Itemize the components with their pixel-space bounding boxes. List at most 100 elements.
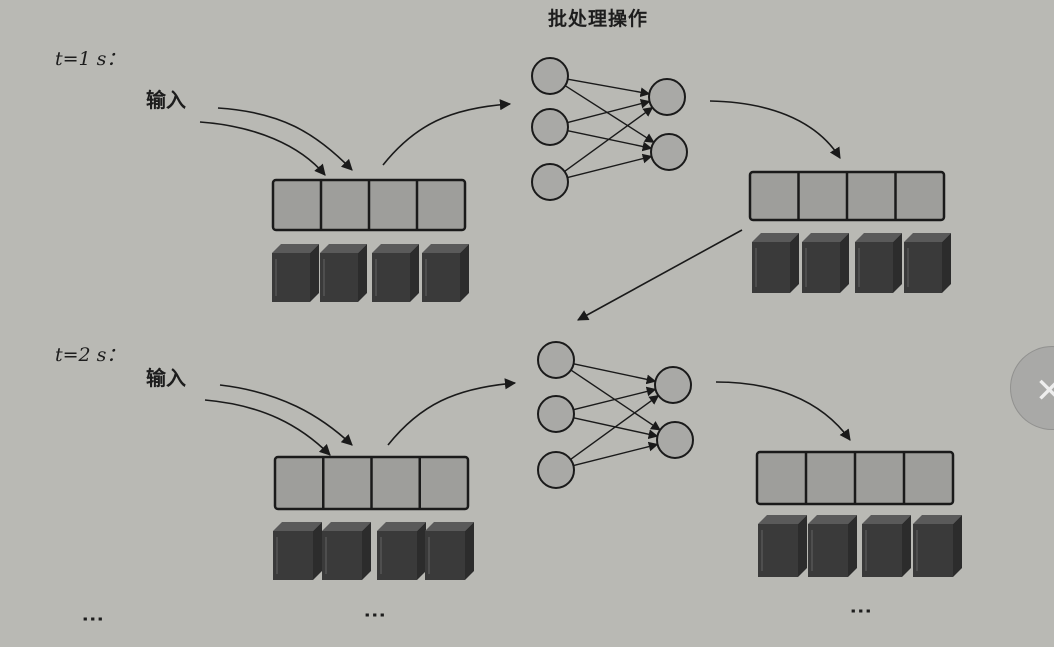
buffer-top-right <box>748 170 946 222</box>
server-top-right-3 <box>855 233 902 293</box>
server-top-left-3-side <box>410 244 419 302</box>
arrow-network-bottom-out <box>715 381 851 441</box>
ellipsis-right: ⋮ <box>848 600 874 618</box>
server-bottom-left-3-side <box>417 522 426 580</box>
network-top-edge <box>567 153 653 179</box>
server-top-right-2 <box>802 233 849 293</box>
server-bottom-right-4-side <box>953 515 962 577</box>
network-bottom-edge <box>573 363 657 385</box>
server-top-left-4-top <box>422 244 469 253</box>
server-top-left-2-front <box>320 253 358 302</box>
server-bottom-left-4-front <box>425 531 465 580</box>
network-bottom-edge <box>570 395 660 460</box>
server-bottom-right-1 <box>758 515 807 577</box>
server-top-right-4-front <box>904 242 942 293</box>
server-top-left-1-top <box>272 244 319 253</box>
arrow-input-2a <box>219 384 353 446</box>
network-bottom-node <box>537 451 575 489</box>
server-bottom-left-4-top <box>425 522 474 531</box>
server-top-right-1 <box>752 233 799 293</box>
network-bottom-edge <box>570 369 661 431</box>
server-top-left-1 <box>272 244 319 302</box>
network-bottom-node <box>537 341 575 379</box>
network-bottom-edge <box>573 441 659 467</box>
server-top-right-2-side <box>840 233 849 293</box>
ellipsis-middle: ⋮ <box>362 604 388 622</box>
server-bottom-right-1-front <box>758 524 798 577</box>
server-top-right-3-side <box>893 233 902 293</box>
server-bottom-left-2 <box>322 522 371 580</box>
input-label-1: 输入 <box>146 88 186 112</box>
network-top-node <box>650 133 688 171</box>
network-bottom-node <box>537 395 575 433</box>
server-bottom-right-3-front <box>862 524 902 577</box>
server-top-right-4-side <box>942 233 951 293</box>
network-bottom-edge <box>573 386 657 411</box>
server-top-left-4-side <box>460 244 469 302</box>
network-bottom <box>537 341 694 489</box>
network-top-node <box>648 78 686 116</box>
ellipsis-left: ⋮ <box>80 608 106 626</box>
server-top-left-3 <box>372 244 419 302</box>
time-label-1: t=1 s： <box>55 48 126 70</box>
x-icon: ✕ <box>1035 371 1054 411</box>
network-bottom-node <box>656 421 694 459</box>
buffer-bottom-left <box>273 455 470 511</box>
server-bottom-left-4-side <box>465 522 474 580</box>
arrow-to-network-top <box>382 99 512 166</box>
server-bottom-left-1-side <box>313 522 322 580</box>
server-top-left-4-front <box>422 253 460 302</box>
buffer-top-left <box>271 178 467 232</box>
arrow-input-1a <box>217 107 353 171</box>
network-top-node <box>531 57 569 95</box>
server-bottom-left-1-front <box>273 531 313 580</box>
network-top-node <box>531 108 569 146</box>
server-top-right-1-top <box>752 233 799 242</box>
server-bottom-left-3-top <box>377 522 426 531</box>
server-bottom-right-1-top <box>758 515 807 524</box>
server-bottom-right-4 <box>913 515 962 577</box>
input-label-2: 输入 <box>146 366 186 390</box>
server-bottom-left-2-side <box>362 522 371 580</box>
arrow-network-top-out <box>709 100 841 159</box>
server-top-right-1-front <box>752 242 790 293</box>
server-top-right-4-top <box>904 233 951 242</box>
server-bottom-right-3-side <box>902 515 911 577</box>
network-bottom-node <box>654 366 692 404</box>
server-top-left-3-top <box>372 244 419 253</box>
batch-operation-title: 批处理操作 <box>548 8 649 30</box>
server-bottom-right-2-front <box>808 524 848 577</box>
server-bottom-left-1 <box>273 522 322 580</box>
server-top-left-1-front <box>272 253 310 302</box>
server-bottom-right-2-side <box>848 515 857 577</box>
server-top-left-2-side <box>358 244 367 302</box>
arrow-to-network-bottom <box>387 378 517 446</box>
server-top-right-4 <box>904 233 951 293</box>
server-bottom-right-3-top <box>862 515 911 524</box>
server-top-left-3-front <box>372 253 410 302</box>
server-bottom-left-2-front <box>322 531 362 580</box>
server-top-right-1-side <box>790 233 799 293</box>
network-top-edge <box>564 107 654 172</box>
network-top-edge <box>567 78 651 98</box>
network-top-edge <box>567 98 651 124</box>
server-top-right-2-top <box>802 233 849 242</box>
server-bottom-right-1-side <box>798 515 807 577</box>
server-bottom-right-3 <box>862 515 911 577</box>
server-top-right-3-front <box>855 242 893 293</box>
server-bottom-right-4-front <box>913 524 953 577</box>
server-top-left-2-top <box>320 244 367 253</box>
server-top-left-2 <box>320 244 367 302</box>
arrow-to-next-step <box>577 229 743 321</box>
server-bottom-left-1-top <box>273 522 322 531</box>
buffer-bottom-right <box>755 450 955 506</box>
network-top-edge <box>564 85 655 143</box>
network-top <box>531 57 688 201</box>
arrow-input-1b <box>199 121 326 176</box>
server-bottom-right-2-top <box>808 515 857 524</box>
network-top-node <box>531 163 569 201</box>
server-top-left-1-side <box>310 244 319 302</box>
server-bottom-left-4 <box>425 522 474 580</box>
